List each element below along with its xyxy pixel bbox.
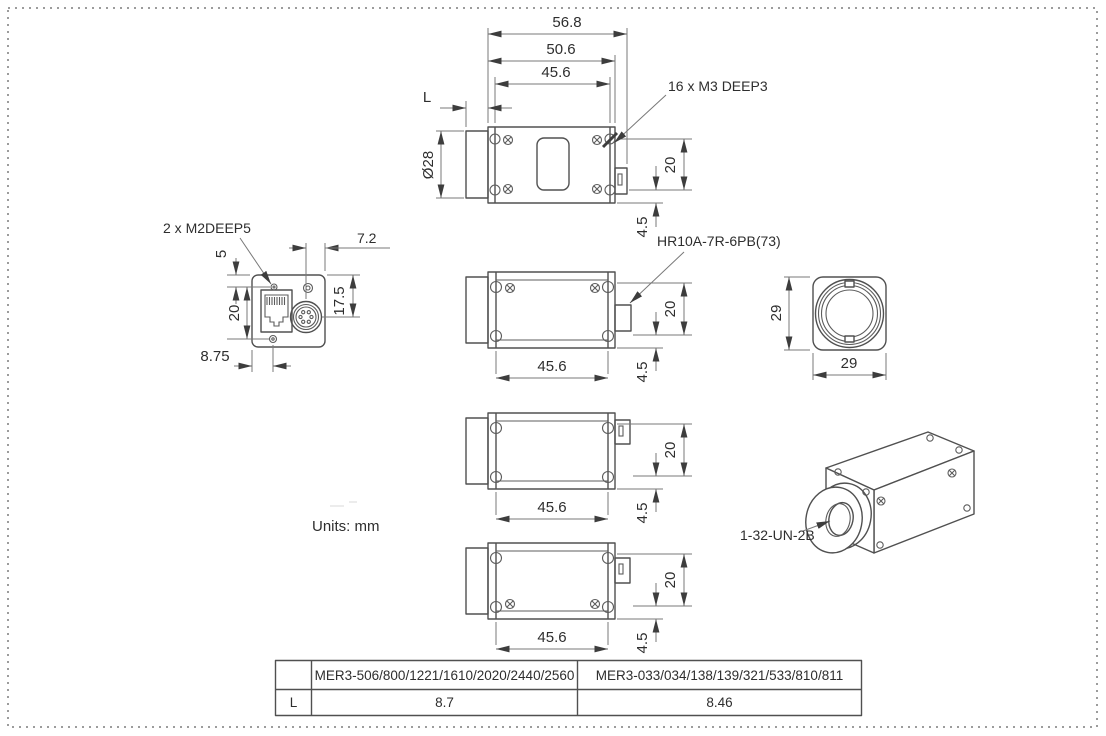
camera-body-outline [487, 412, 616, 490]
dim-connector-offset-label: 4.5 [634, 503, 651, 524]
dim-connector-height-label: 20 [662, 442, 679, 459]
dotted-page-border [7, 7, 1098, 728]
hirose-power-connector [289, 300, 323, 334]
m2-screw-holes [268, 283, 278, 344]
table-border [274, 659, 863, 717]
status-led [302, 282, 314, 294]
io-connector [614, 167, 628, 195]
dim-connector-height-label: 20 [662, 157, 679, 174]
hirose-connector-side [614, 304, 632, 332]
torx-screws [504, 598, 601, 610]
label-plate [536, 137, 570, 191]
dim-connector-to-edge-label: 7.2 [357, 230, 377, 246]
dim-connector-center-label: 17.5 [331, 286, 348, 315]
table-col2-value: 8.46 [706, 695, 732, 710]
side-view-middle: 45.6 20 4.5 [465, 412, 692, 524]
table-col1-header: MER3-506/800/1221/1610/2020/2440/2560 [315, 668, 575, 683]
table-col2-header: MER3-033/034/138/139/321/533/810/811 [596, 668, 843, 683]
camera-body-outline [487, 126, 616, 204]
torx-screws [502, 134, 603, 195]
torx-screws [876, 468, 957, 506]
connector-part-number: HR10A-7R-6PB(73) [657, 233, 781, 249]
dim-connector-offset-label: 4.5 [634, 633, 651, 654]
dim-overall-length-label: 56.8 [552, 14, 581, 31]
rj45-ethernet-connector [260, 289, 293, 333]
dim-lens-protrusion-label: L [423, 89, 431, 106]
back-panel-outline [251, 274, 326, 348]
dim-body-length-label: 50.6 [546, 41, 575, 58]
erased-watermark [330, 501, 357, 507]
dim-hole-to-top-label: 5 [213, 250, 230, 258]
units-label: Units: mm [312, 518, 380, 535]
dim-connector-height-label: 20 [662, 301, 679, 318]
dim-barrel-diameter-label: Ø28 [420, 151, 437, 179]
lens-mount [814, 278, 885, 349]
top-view: 56.8 50.6 45.6 L Ø28 20 4.5 16 x M3 DEEP… [420, 14, 768, 237]
table-col1-value: 8.7 [435, 695, 454, 710]
dim-mount-length-label: 45.6 [541, 64, 570, 81]
back-view: 2 x M2DEEP5 5 20 17.5 7.2 8.75 [163, 220, 390, 372]
lens-mount-3d [805, 482, 872, 554]
dim-connector-height-label: 20 [662, 572, 679, 589]
io-connector-side [614, 419, 631, 445]
io-connector-side [614, 557, 631, 584]
front-view: 29 29 [768, 276, 887, 380]
dim-width-label: 29 [841, 355, 858, 372]
torx-screws [504, 282, 601, 294]
table-row-label: L [290, 695, 298, 710]
screw-spec-note: 16 x M3 DEEP3 [668, 78, 768, 94]
dim-mount-length-label: 45.6 [537, 358, 566, 375]
dim-mount-length-label: 45.6 [537, 499, 566, 516]
dim-mount-length-label: 45.6 [537, 629, 566, 646]
mounting-holes [489, 133, 616, 196]
dim-hole-to-left-label: 8.75 [200, 348, 229, 365]
thread-spec-label: 1-32-UN-2B [740, 527, 815, 543]
m2-screw-note: 2 x M2DEEP5 [163, 220, 251, 236]
dim-hole-spacing-label: 20 [226, 305, 243, 322]
lens-barrel-outline [465, 130, 489, 199]
side-view-top: HR10A-7R-6PB(73) 45.6 20 4.5 [465, 233, 781, 383]
spec-table: MER3-506/800/1221/1610/2020/2440/2560 ME… [274, 659, 863, 717]
side-view-bottom: 45.6 20 4.5 [465, 542, 692, 654]
units-note: Units: mm [312, 501, 380, 535]
front-face-outline [812, 276, 887, 351]
dim-connector-offset-label: 4.5 [634, 217, 651, 238]
perspective-view: 1-32-UN-2B [740, 431, 975, 554]
dim-connector-offset-label: 4.5 [634, 362, 651, 383]
dim-height-label: 29 [768, 305, 785, 322]
